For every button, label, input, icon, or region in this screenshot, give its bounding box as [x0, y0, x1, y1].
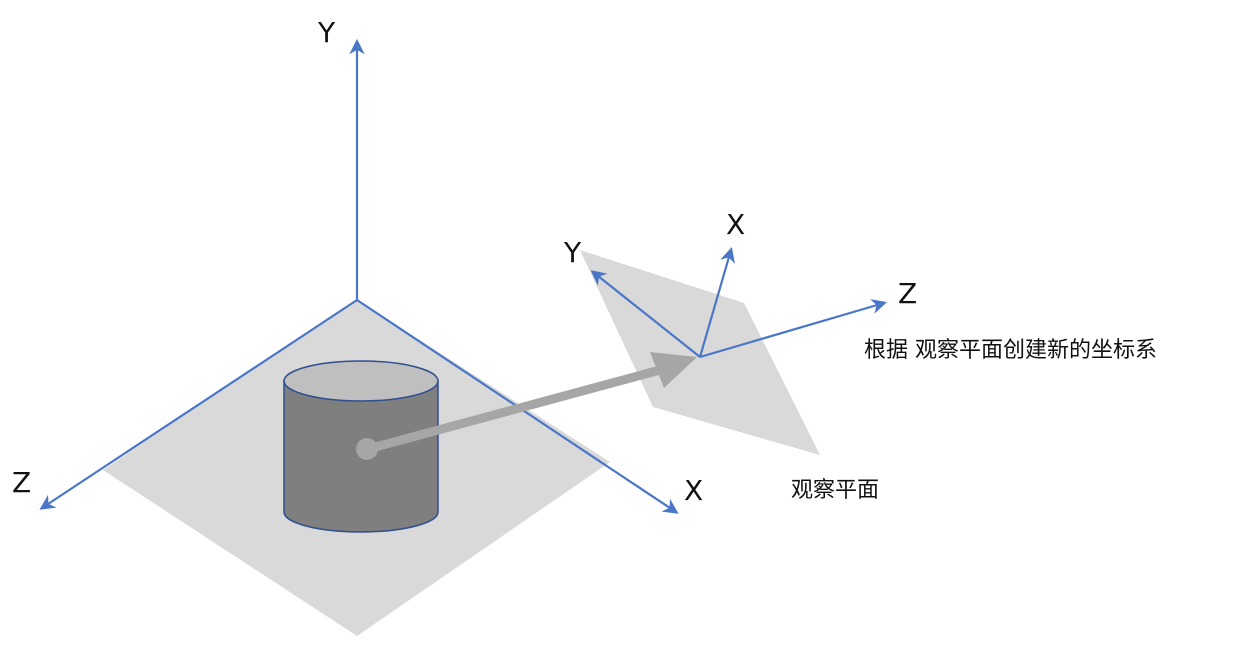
view-y-label: Y [563, 236, 582, 269]
projection-origin-dot [356, 438, 378, 460]
world-z-label: Z [12, 466, 31, 499]
view-plane [580, 250, 820, 455]
world-y-label: Y [317, 16, 336, 49]
view-x-axis [698, 247, 735, 358]
projection-arrow-head [650, 352, 697, 388]
view-y-axis [590, 270, 701, 358]
new-coordinate-annotation: 根据 观察平面创建新的坐标系 [864, 338, 1157, 363]
view-z-label: Z [898, 277, 917, 310]
cylinder-top [283, 360, 439, 402]
view-z-axis [699, 299, 887, 359]
world-z-axis [39, 299, 358, 510]
view-plane-label: 观察平面 [791, 478, 879, 503]
world-x-label: X [684, 474, 703, 507]
view-x-label: X [726, 208, 745, 241]
projection-arrow [363, 365, 665, 454]
